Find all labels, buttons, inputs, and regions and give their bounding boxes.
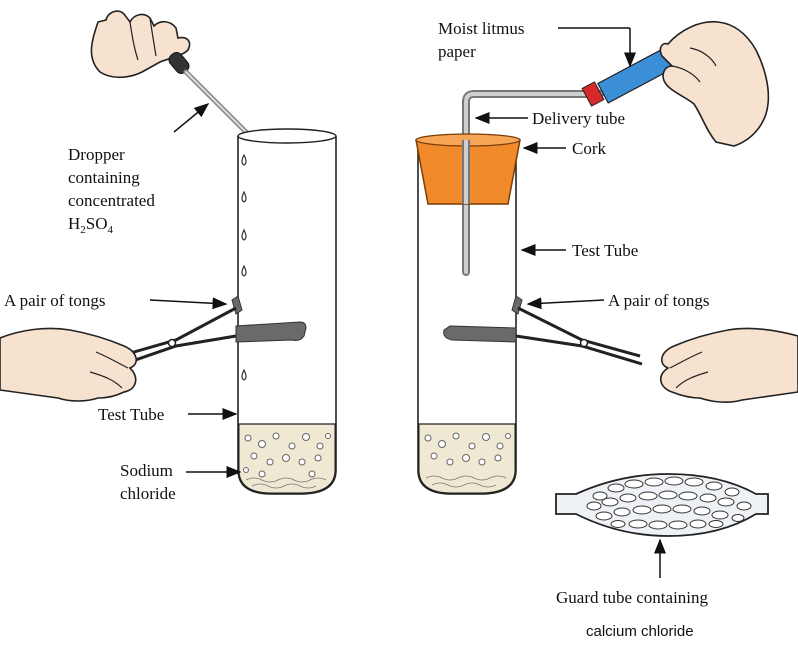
acid-h-sub: 2 [80, 224, 86, 236]
label-cork: Cork [572, 139, 607, 158]
right-salt-bubbles [424, 432, 511, 466]
acid-so-sub: 4 [108, 224, 114, 236]
label-litmus-1: Moist litmus [438, 19, 524, 38]
acid-h: H [68, 214, 80, 233]
acid-so: SO [86, 214, 108, 233]
right-salt-crystals [425, 475, 507, 488]
label-dropper-3: concentrated [68, 191, 155, 210]
calcium-chloride-granules [586, 476, 752, 530]
right-hand-holding-tongs [660, 327, 798, 403]
left-test-tube [237, 128, 337, 495]
label-acid-formula: H2SO4 [68, 214, 114, 236]
label-tongs-left: A pair of tongs [4, 291, 106, 310]
delivery-tube [462, 90, 604, 276]
left-tongs [117, 295, 307, 368]
label-sodium-2: chloride [120, 484, 176, 503]
arrow-tongs-left [149, 297, 228, 310]
acid-drops [241, 153, 247, 381]
left-hand-holding-tongs [0, 327, 137, 402]
right-tongs [443, 295, 643, 366]
label-test-tube-left: Test Tube [98, 405, 164, 424]
left-salt-crystals [245, 477, 327, 489]
label-guard-1: Guard tube containing [556, 588, 709, 607]
label-dropper-1: Dropper [68, 145, 125, 164]
label-sodium-1: Sodium [120, 461, 173, 480]
label-test-tube-right: Test Tube [572, 241, 638, 260]
label-delivery-tube: Delivery tube [532, 109, 625, 128]
label-arrows [149, 27, 666, 578]
left-salt-bubbles [243, 432, 331, 478]
label-tongs-right: A pair of tongs [608, 291, 710, 310]
label-dropper-2: containing [68, 168, 140, 187]
arrow-dropper [173, 103, 210, 133]
dropper [168, 52, 249, 135]
hand-holding-litmus [659, 20, 770, 147]
label-litmus-2: paper [438, 42, 476, 61]
label-guard-2: calcium chloride [586, 623, 694, 640]
arrow-tongs-right [526, 297, 605, 310]
hand-holding-dropper [90, 10, 191, 79]
